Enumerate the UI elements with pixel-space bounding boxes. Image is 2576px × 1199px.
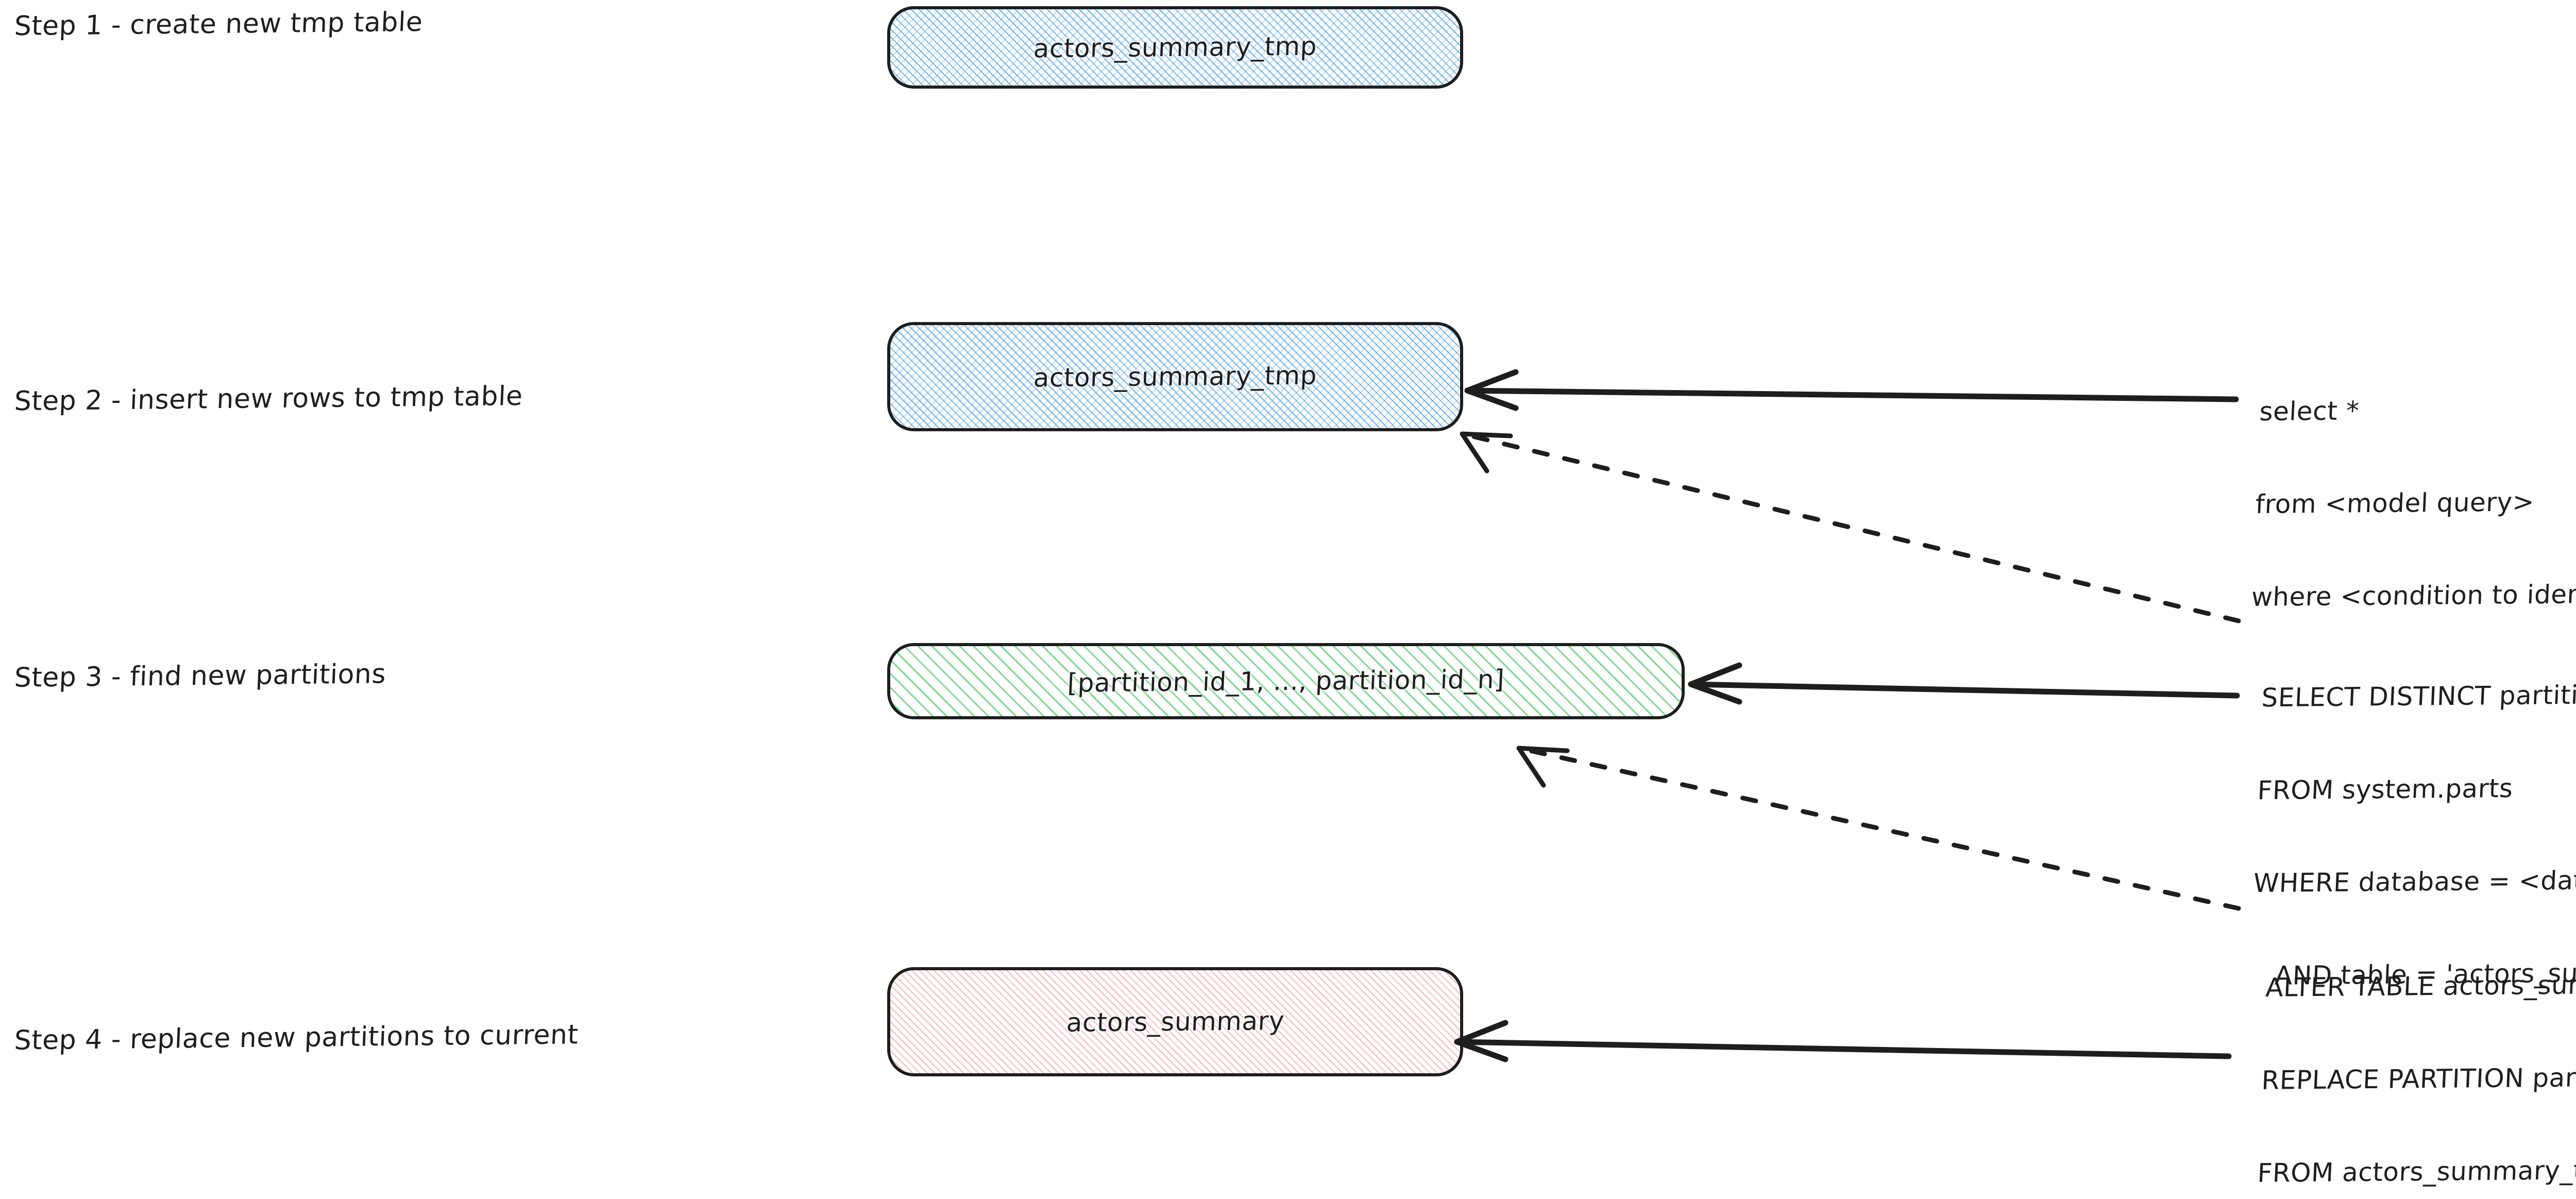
node-label-actors-summary-tmp-step1: actors_summary_tmp [1032, 31, 1318, 64]
step-label-1: Step 1 - create new tmp table [13, 6, 423, 42]
arrow-model-sql-to-tmp [1464, 369, 2239, 411]
sql-line: FROM actors_summary_tmp, [2257, 1155, 2576, 1188]
arrow-partitions-sql-to-tmp [1460, 431, 2241, 623]
box-hatch-fill-blue [890, 9, 1460, 86]
step-label-3: Step 3 - find new partitions [13, 658, 387, 694]
box-hatch-fill-green [890, 646, 1682, 716]
arrow-partitions-sql-to-partitions [1688, 662, 2240, 705]
node-label-actors-summary-tmp-step2: actors_summary_tmp [1032, 360, 1318, 393]
node-label-actors-summary: actors_summary [1065, 1006, 1285, 1038]
box-hatch-fill-pink [890, 970, 1460, 1073]
sql-line: WHERE database = <database> [2252, 864, 2576, 899]
step-label-4: Step 4 - replace new partitions to curre… [13, 1019, 579, 1056]
sql-line: REPLACE PARTITION partition_id_1 [2261, 1061, 2576, 1095]
sql-line: SELECT DISTINCT partition_id [2261, 679, 2576, 713]
annotation-replace-partition-sql: ALTER TABLE actors_summary REPLACE PARTI… [2242, 906, 2576, 1199]
step-label-2: Step 2 - insert new rows to tmp table [13, 380, 523, 417]
sql-line: FROM system.parts [2257, 773, 2514, 806]
node-partition-id-list[interactable]: [partition_id_1, ..., partition_id_n] [887, 643, 1685, 719]
box-hatch-fill-blue [890, 325, 1460, 428]
node-actors-summary-tmp-step1[interactable]: actors_summary_tmp [887, 6, 1463, 89]
arrow-replace-sql-to-partitions [1516, 746, 2241, 911]
node-actors-summary-tmp-step2[interactable]: actors_summary_tmp [887, 322, 1463, 431]
sql-line: from <model query> [2255, 487, 2535, 519]
arrow-replace-sql-to-summary [1454, 1020, 2232, 1062]
sql-line: select * [2259, 396, 2360, 427]
sql-line: where <condition to identify new> [2250, 579, 2576, 612]
node-label-partition-id-list: [partition_id_1, ..., partition_id_n] [1066, 664, 1505, 698]
node-actors-summary[interactable]: actors_summary [887, 967, 1463, 1076]
sql-line: ALTER TABLE actors_summary [2265, 969, 2576, 1003]
